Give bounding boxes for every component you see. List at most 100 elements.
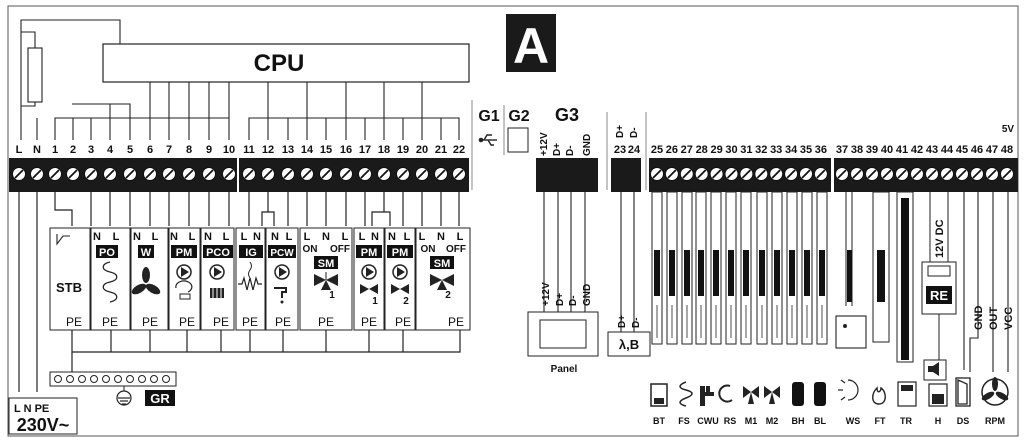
terminal-screw bbox=[103, 167, 117, 181]
pm-label: PM bbox=[392, 247, 409, 259]
terminal-number: 47 bbox=[986, 144, 998, 156]
module-pco: N L PCO PE bbox=[203, 231, 233, 329]
pe-label: PE bbox=[179, 315, 195, 329]
rpm-pin: OUT bbox=[988, 307, 1000, 331]
terminal-number: 25 bbox=[651, 144, 663, 156]
door-sensor-icon bbox=[955, 377, 971, 407]
terminal-screw bbox=[650, 167, 664, 181]
pe-label: PE bbox=[275, 315, 291, 329]
terminal-screw bbox=[925, 167, 939, 181]
sensor-cable bbox=[651, 191, 663, 345]
n-label: N bbox=[204, 231, 212, 243]
terminal-screws-right bbox=[650, 167, 1014, 181]
terminal-screw bbox=[162, 167, 176, 181]
sensor-cable bbox=[725, 191, 737, 345]
sm-label: SM bbox=[434, 258, 451, 270]
terminal-number: 42 bbox=[911, 144, 923, 156]
l-label: L bbox=[286, 231, 293, 243]
sensor-label: H bbox=[935, 416, 942, 426]
terminal-label: 19 bbox=[397, 144, 409, 156]
terminal-number: 24 bbox=[628, 144, 641, 156]
l-label: L bbox=[152, 231, 159, 243]
return-icon bbox=[718, 384, 733, 403]
terminal-number: 36 bbox=[815, 144, 827, 156]
pco-label: PCO bbox=[206, 247, 230, 259]
terminal-number: 46 bbox=[971, 144, 983, 156]
ground-bar-holes bbox=[54, 375, 170, 383]
ground-hole bbox=[54, 375, 62, 383]
g3-pin-labels: +12V D+ D- GND bbox=[539, 132, 593, 156]
sensor-cable bbox=[771, 191, 783, 345]
cpu-label: CPU bbox=[254, 50, 305, 77]
ground-hole bbox=[162, 375, 170, 383]
lambda-module: D+ D- λ,B bbox=[607, 192, 651, 357]
sensor-label: RPM bbox=[985, 416, 1005, 426]
l-label: L bbox=[113, 231, 120, 243]
ground-hole bbox=[126, 375, 134, 383]
n-label: N bbox=[271, 231, 279, 243]
l-label: L bbox=[223, 231, 230, 243]
on-label: ON bbox=[303, 244, 318, 255]
sensor-cable bbox=[786, 191, 798, 345]
lambda-label: λ,B bbox=[619, 337, 639, 352]
terminal-number: 33 bbox=[770, 144, 782, 156]
panel-label: Panel bbox=[551, 364, 578, 375]
terminal-number: 28 bbox=[696, 144, 708, 156]
module-ig: L N IG PE bbox=[238, 231, 263, 329]
terminal-screw bbox=[1000, 167, 1014, 181]
module-pcw: N L PCW PE bbox=[268, 231, 296, 329]
terminal-label: 3 bbox=[88, 144, 94, 156]
terminal-screw bbox=[724, 167, 739, 181]
n-label: N bbox=[437, 231, 445, 243]
terminal-screw bbox=[754, 167, 769, 181]
pe-label: PE bbox=[213, 315, 229, 329]
terminal-number: 29 bbox=[710, 144, 722, 156]
l-label: L bbox=[304, 231, 311, 243]
g1-label: G1 bbox=[478, 108, 499, 125]
n-label: N bbox=[322, 231, 330, 243]
sensor-label: RS bbox=[724, 416, 737, 426]
terminal-screw bbox=[202, 167, 216, 181]
g3-connector bbox=[536, 158, 598, 192]
mixing-valve-icon bbox=[314, 272, 338, 290]
l-label: L bbox=[189, 231, 196, 243]
n-label: N bbox=[170, 231, 178, 243]
mid-pin-top: D+ bbox=[615, 125, 626, 138]
sensor-cable bbox=[695, 191, 707, 345]
g3-label: G3 bbox=[555, 105, 579, 125]
terminal-screw bbox=[396, 167, 410, 181]
mid-pin-top: D- bbox=[629, 127, 640, 138]
stb-label: STB bbox=[56, 280, 82, 295]
pe-label: PE bbox=[395, 315, 411, 329]
pe-label: PE bbox=[361, 315, 377, 329]
terminal-label: 17 bbox=[359, 144, 371, 156]
terminal-screw bbox=[339, 167, 353, 181]
weather-sensor-icon bbox=[838, 379, 859, 401]
l-label: L bbox=[342, 231, 349, 243]
radiator-pump-icon bbox=[209, 264, 225, 298]
terminal-number: 32 bbox=[755, 144, 767, 156]
terminal-block-23-24: D+ D- 23 24 bbox=[606, 112, 641, 192]
terminal-screw bbox=[940, 167, 954, 181]
module-sm-1: L N L ON OFF SM 1 PE bbox=[303, 231, 351, 329]
ground-hole bbox=[138, 375, 146, 383]
terminal-screw bbox=[955, 167, 969, 181]
re-voltage: 12V DC bbox=[934, 219, 946, 258]
terminal-label: 22 bbox=[453, 144, 465, 156]
terminal-screw bbox=[739, 167, 754, 181]
on-label: ON bbox=[421, 244, 436, 255]
module-pm-2: N L PM 2 PE bbox=[387, 231, 413, 329]
g3-pin-label: GND bbox=[582, 134, 593, 156]
usb-icon bbox=[478, 134, 497, 146]
section-badge-label: A bbox=[513, 18, 549, 74]
pe-label: PE bbox=[102, 315, 118, 329]
terminal-screw bbox=[679, 167, 694, 181]
ws-sensor bbox=[835, 192, 867, 349]
terminal-number: 40 bbox=[881, 144, 893, 156]
terminal-screw bbox=[784, 167, 799, 181]
sensor-label: FT bbox=[875, 416, 886, 426]
po-label: PO bbox=[99, 247, 115, 259]
terminal-screw bbox=[143, 167, 157, 181]
n-label: N bbox=[253, 231, 261, 243]
l-label: L bbox=[419, 231, 426, 243]
